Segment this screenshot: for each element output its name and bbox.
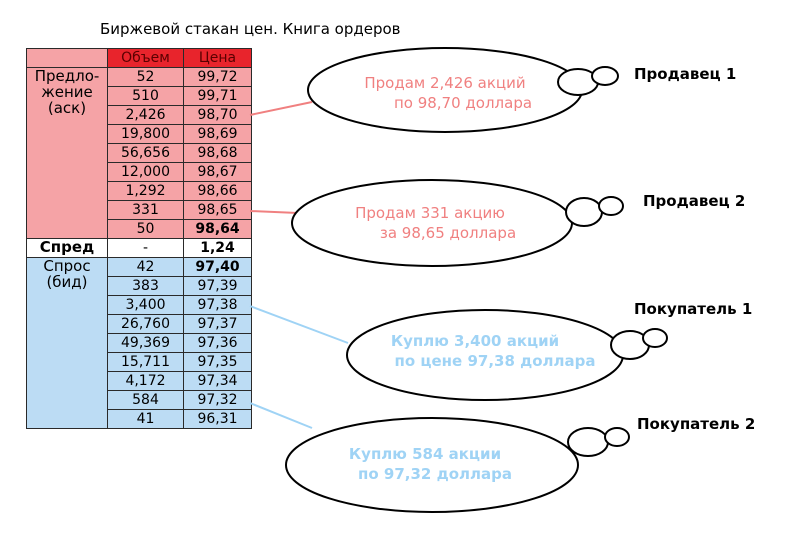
bid-label-line: (бид) [46, 273, 88, 291]
bid-price: 97,38 [183, 295, 252, 315]
bid-price: 97,39 [183, 276, 252, 296]
buyer-1-line-2: по цене 97,38 доллара [394, 352, 596, 370]
header-corner [26, 48, 108, 68]
seller-2-connector [249, 210, 299, 214]
buyer-2-name: Покупатель 2 [637, 415, 756, 433]
seller-1-connector [249, 101, 313, 116]
ask-volume: 56,656 [107, 143, 184, 163]
ask-volume: 52 [107, 67, 184, 87]
buyer-1-puff-small [642, 328, 668, 348]
buyer-1-name: Покупатель 1 [634, 300, 753, 318]
buyer-1-line-1: Куплю 3,400 акций [390, 332, 560, 350]
seller-2-puff-large [565, 197, 603, 227]
diagram-title: Биржевой стакан цен. Книга ордеров [100, 20, 401, 38]
bid-price: 97,35 [183, 352, 252, 372]
seller-2-puff-small [598, 196, 624, 216]
buyer-2-line-2: по 97,32 доллара [358, 465, 512, 483]
seller-1-message: Продам 2,426 акций по 98,70 доллара [330, 73, 560, 113]
ask-volume: 1,292 [107, 181, 184, 201]
ask-price: 99,71 [183, 86, 252, 106]
ask-price: 98,67 [183, 162, 252, 182]
bid-volume: 41 [107, 409, 184, 429]
seller-2-message: Продам 331 акцию за 98,65 доллара [315, 203, 545, 243]
bid-price: 97,32 [183, 390, 252, 410]
bid-price: 97,36 [183, 333, 252, 353]
ask-price: 98,68 [183, 143, 252, 163]
seller-1-name: Продавец 1 [634, 65, 737, 83]
seller-1-puff-small [591, 66, 619, 86]
volume-header: Объем [107, 48, 184, 68]
price-header: Цена [183, 48, 252, 68]
ask-volume: 510 [107, 86, 184, 106]
ask-price: 98,70 [183, 105, 252, 125]
seller-2-name: Продавец 2 [643, 192, 746, 210]
bid-volume: 49,369 [107, 333, 184, 353]
buyer-2-message: Куплю 584 акции по 97,32 доллара [310, 444, 540, 484]
bid-price: 97,34 [183, 371, 252, 391]
bid-volume: 3,400 [107, 295, 184, 315]
ask-label-line: жение [41, 83, 93, 101]
ask-price: 99,72 [183, 67, 252, 87]
ask-volume: 19,800 [107, 124, 184, 144]
bid-volume: 584 [107, 390, 184, 410]
ask-price: 98,65 [183, 200, 252, 220]
best-bid-price: 97,40 [183, 257, 252, 277]
bid-label: Спрос(бид) [26, 257, 108, 429]
seller-1-line-2: по 98,70 доллара [393, 94, 533, 112]
buyer-2-puff-large [567, 427, 609, 457]
ask-label-line: Предло- [34, 67, 100, 85]
bid-volume: 26,760 [107, 314, 184, 334]
table-header-row: Объем Цена [26, 48, 252, 68]
bid-price: 97,37 [183, 314, 252, 334]
ask-price: 98,69 [183, 124, 252, 144]
bid-volume: 383 [107, 276, 184, 296]
bid-label-line: Спрос [43, 257, 91, 275]
bid-volume: 15,711 [107, 352, 184, 372]
buyer-2-line-1: Куплю 584 акции [348, 445, 502, 463]
seller-1-line-1: Продам 2,426 акций [364, 74, 526, 92]
ask-volume: 2,426 [107, 105, 184, 125]
seller-2-line-2: за 98,65 доллара [379, 224, 517, 242]
seller-2-line-1: Продам 331 акцию [355, 204, 505, 222]
buyer-1-connector [249, 305, 349, 344]
buyer-2-connector [249, 402, 313, 429]
best-ask-price: 98,64 [183, 219, 252, 239]
bid-volume: 42 [107, 257, 184, 277]
ask-label-line: (аск) [47, 99, 87, 117]
bid-price: 96,31 [183, 409, 252, 429]
buyer-2-puff-small [604, 427, 630, 447]
ask-price: 98,66 [183, 181, 252, 201]
ask-volume: 12,000 [107, 162, 184, 182]
buyer-1-message: Куплю 3,400 акций по цене 97,38 доллара [350, 331, 600, 371]
spread-value: 1,24 [183, 238, 252, 258]
ask-volume: 50 [107, 219, 184, 239]
buyer-2-bubble [285, 417, 579, 513]
